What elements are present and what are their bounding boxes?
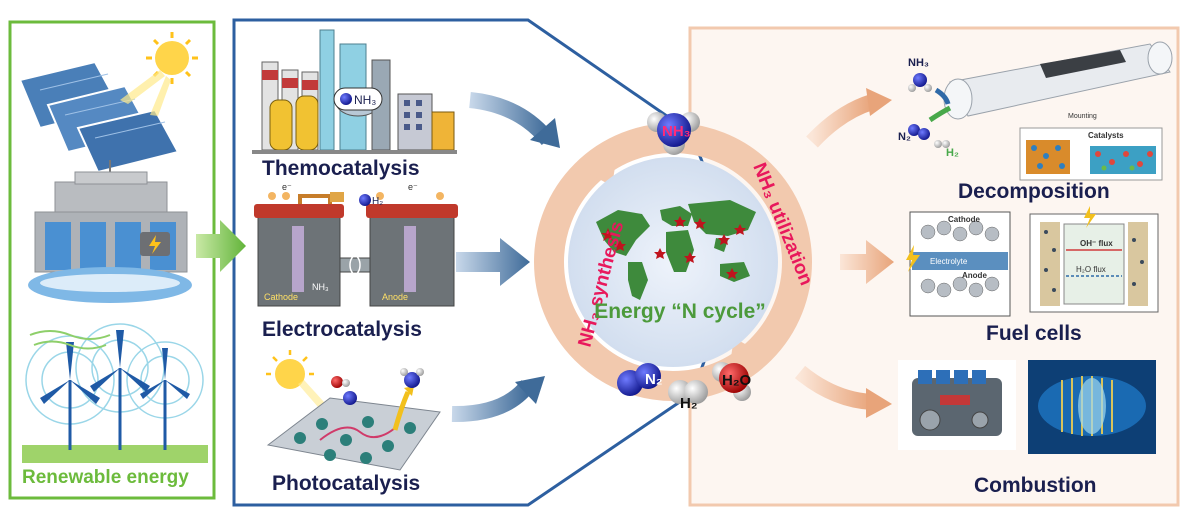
fuel-electrolyte-label: Electrolyte bbox=[930, 257, 968, 266]
n2-label: N₂ bbox=[645, 371, 663, 388]
method-electrocatalysis-label: Electrocatalysis bbox=[262, 318, 422, 341]
nh3-molecule-top bbox=[647, 112, 700, 155]
use-combustion-label: Combustion bbox=[974, 474, 1097, 497]
decomp-n2-label: N₂ bbox=[898, 131, 911, 143]
electrocatalysis-cell-illustration bbox=[254, 192, 458, 307]
electro-nh3-label: NH₃ bbox=[312, 282, 329, 292]
center-title: Energy “N cycle” bbox=[594, 300, 766, 323]
decomposition-reactor-illustration bbox=[908, 41, 1173, 181]
fuel-cathode-label: Cathode bbox=[948, 215, 981, 224]
hydropower-dam-illustration bbox=[28, 171, 192, 303]
use-fuel-cells-label: Fuel cells bbox=[986, 322, 1082, 345]
h2-molecule bbox=[668, 380, 708, 404]
renewable-energy-title: Renewable energy bbox=[22, 467, 189, 488]
arrow-photo-to-center bbox=[451, 379, 535, 423]
arrow-renewable-to-synthesis bbox=[196, 220, 246, 272]
fuel-cell-illustration bbox=[906, 206, 1159, 317]
electro-electron-right: e⁻ bbox=[408, 182, 418, 192]
thermo-nh3-label: NH₃ bbox=[354, 93, 376, 107]
combustion-engine-illustration bbox=[898, 360, 1016, 450]
electro-cathode-label: Cathode bbox=[264, 292, 298, 302]
h2o-label: H₂O bbox=[722, 372, 751, 389]
decomp-catalysts-label: Catalysts bbox=[1088, 131, 1124, 140]
h2-label: H₂ bbox=[680, 395, 698, 412]
thermo-nh3-badge: NH₃ bbox=[333, 87, 383, 111]
photocatalysis-illustration bbox=[266, 350, 441, 471]
electro-anode-label: Anode bbox=[382, 292, 408, 302]
wind-turbines-illustration bbox=[22, 323, 208, 463]
decomp-mounting-label: Mounting bbox=[1068, 113, 1097, 120]
electro-electron-left: e⁻ bbox=[282, 182, 292, 192]
thermocatalysis-plant-illustration bbox=[252, 29, 457, 154]
arrow-electro-to-center bbox=[456, 238, 530, 286]
decomp-nh3-label: NH₃ bbox=[908, 57, 929, 69]
h2o-molecule bbox=[712, 362, 751, 401]
arrow-center-to-decomposition bbox=[806, 94, 875, 148]
star-markers bbox=[601, 216, 746, 279]
arrow-center-to-combustion bbox=[794, 365, 873, 410]
sun-icon bbox=[120, 32, 198, 116]
electro-h2-label: H₂ bbox=[372, 196, 383, 207]
fuel-oh-flux-label: OH⁻ flux bbox=[1080, 239, 1113, 248]
combustion-turbine-illustration bbox=[1028, 360, 1156, 454]
fuel-h2o-flux-label: H₂O flux bbox=[1076, 265, 1106, 274]
n2-molecule bbox=[617, 363, 661, 396]
arrow-center-to-fuelcells bbox=[840, 240, 894, 284]
nh3-top-label: NH₃ bbox=[662, 123, 691, 140]
fuel-anode-label: Anode bbox=[962, 271, 987, 280]
decomp-h2-label: H₂ bbox=[946, 147, 959, 159]
solar-panels-illustration bbox=[18, 60, 180, 174]
method-photocatalysis-label: Photocatalysis bbox=[272, 472, 421, 495]
method-thermocatalysis-label: Themocatalysis bbox=[262, 157, 420, 180]
use-decomposition-label: Decomposition bbox=[958, 180, 1110, 203]
